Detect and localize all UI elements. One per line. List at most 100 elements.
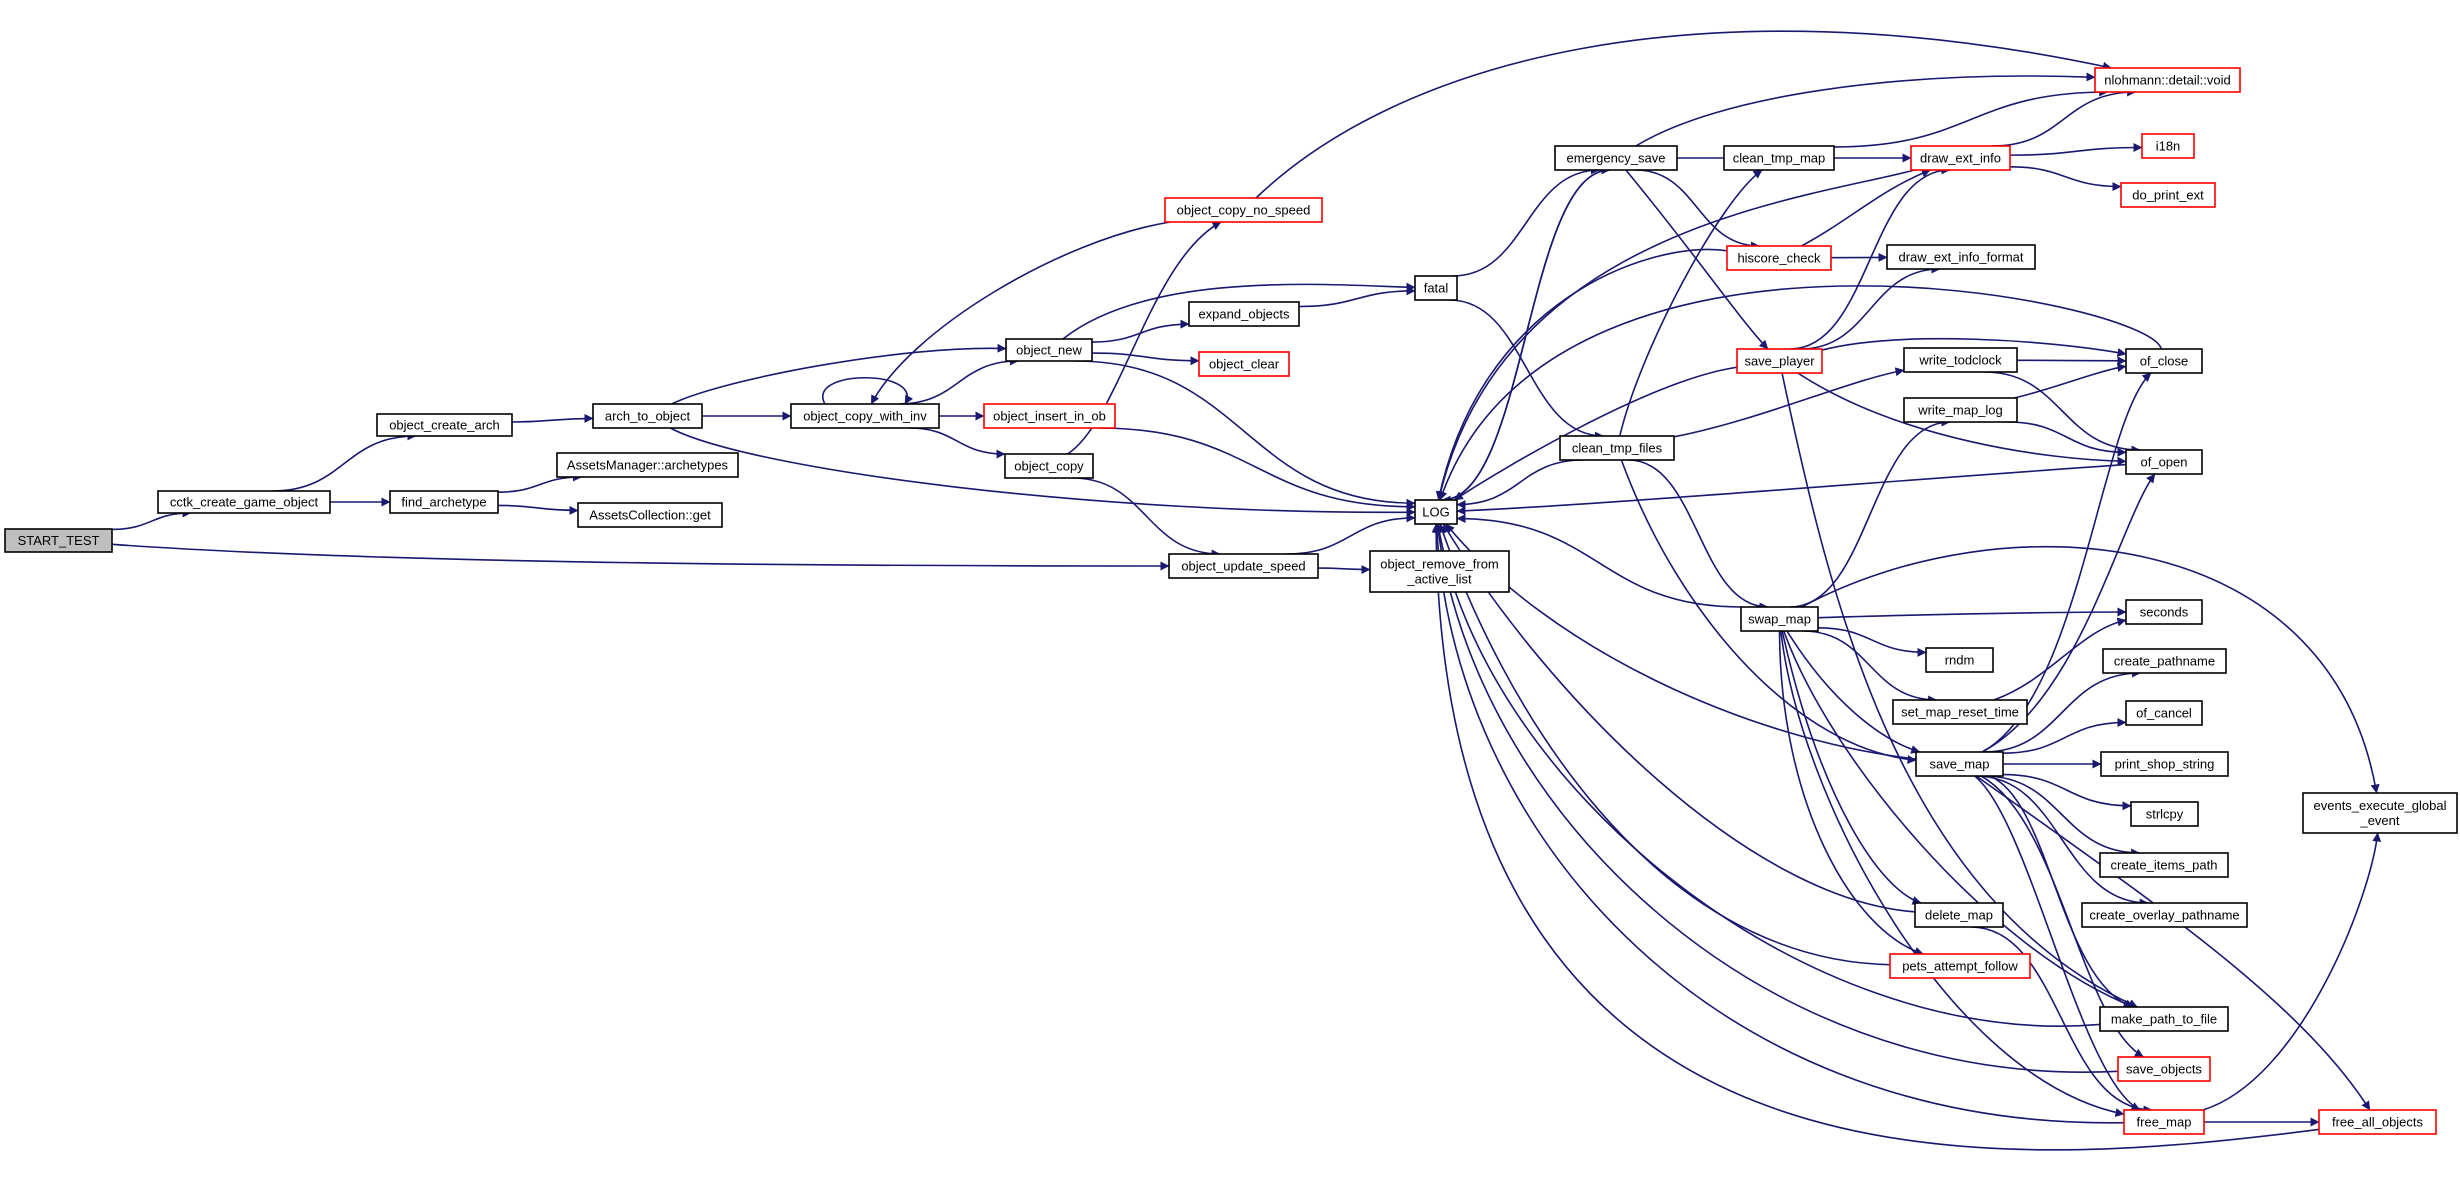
edge-draw-ext-info-to-nlohmann-detail-void (1992, 87, 2137, 147)
node-emergency-save[interactable]: emergency_save (1554, 145, 1678, 171)
node-object-copy-no-speed[interactable]: object_copy_no_speed (1164, 197, 1323, 223)
node-events-execute-global-event[interactable]: events_execute_global_event (2302, 792, 2458, 834)
node-assetscollection-get[interactable]: AssetsCollection::get (577, 502, 723, 528)
node-strlcpy[interactable]: strlcpy (2130, 801, 2199, 827)
node-save-player[interactable]: save_player (1736, 348, 1823, 374)
node-clean-tmp-map[interactable]: clean_tmp_map (1723, 145, 1835, 171)
node-pets-attempt-follow[interactable]: pets_attempt_follow (1889, 953, 2031, 979)
node-label: START_TEST (18, 533, 100, 548)
node-save-objects[interactable]: save_objects (2117, 1056, 2211, 1082)
node-assetsmanager-archetypes[interactable]: AssetsManager::archetypes (556, 452, 739, 478)
node-free-all-objects[interactable]: free_all_objects (2318, 1109, 2437, 1135)
node-label: object_clear (1209, 357, 1280, 372)
node-box (2099, 852, 2229, 878)
edge-emergency-save-to-hiscore-check (1635, 169, 1760, 251)
node-draw-ext-info-format[interactable]: draw_ext_info_format (1886, 244, 2036, 270)
node-object-copy-with-inv[interactable]: object_copy_with_inv (790, 403, 940, 429)
node-box (1723, 145, 1835, 171)
node-start-test[interactable]: START_TEST (4, 528, 113, 553)
node-seconds[interactable]: seconds (2125, 599, 2203, 625)
edge-expand-objects-to-fatal (1298, 286, 1416, 308)
node-object-new[interactable]: object_new (1005, 338, 1093, 362)
node-label: of_open (2141, 455, 2188, 470)
node-of-open[interactable]: of_open (2125, 449, 2203, 475)
node-box (2141, 133, 2195, 159)
edge-save-map-to-create-pathname (1983, 668, 2142, 753)
node-label: pets_attempt_follow (1902, 959, 2018, 974)
node-make-path-to-file[interactable]: make_path_to_file (2099, 1006, 2229, 1032)
node-label: swap_map (1748, 612, 1811, 627)
edge-emergency-save-to-save-player (1625, 169, 1769, 350)
node-box (2125, 348, 2203, 374)
edge-clean-tmp-map-to-nlohmann-detail-void (1833, 87, 2109, 148)
node-set-map-reset-time[interactable]: set_map_reset_time (1892, 699, 2028, 725)
node-log[interactable]: LOG (1414, 499, 1458, 525)
node-label: object_remove_from (1380, 557, 1499, 572)
node-label: hiscore_check (1737, 251, 1821, 266)
node-free-map[interactable]: free_map (2123, 1109, 2205, 1135)
edge-save-player-to-of-open (1797, 372, 2127, 466)
node-i18n[interactable]: i18n (2141, 133, 2195, 159)
node-swap-map[interactable]: swap_map (1740, 606, 1819, 632)
node-fatal[interactable]: fatal (1414, 275, 1458, 301)
node-label: make_path_to_file (2111, 1012, 2217, 1027)
node-object-remove-from-active-list[interactable]: object_remove_from_active_list (1369, 550, 1510, 593)
node-object-clear[interactable]: object_clear (1198, 351, 1290, 377)
node-create-items-path[interactable]: create_items_path (2099, 852, 2229, 878)
edge-object-copy-with-inv-to-object-copy (909, 427, 1006, 459)
node-find-archetype[interactable]: find_archetype (389, 490, 499, 514)
node-draw-ext-info[interactable]: draw_ext_info (1910, 145, 2011, 171)
node-delete-map[interactable]: delete_map (1914, 902, 2004, 928)
edge-object-new-to-log (1075, 360, 1416, 508)
node-label: object_insert_in_ob (993, 409, 1106, 424)
node-arch-to-object[interactable]: arch_to_object (592, 403, 703, 429)
node-object-copy[interactable]: object_copy (1004, 453, 1094, 479)
node-write-todclock[interactable]: write_todclock (1903, 347, 2018, 373)
node-label: i18n (2156, 139, 2181, 154)
edge-write-todclock-to-of-close (2016, 356, 2127, 366)
node-box (2102, 648, 2227, 674)
edge-object-copy-no-speed-to-object-copy-with-inv (870, 221, 1171, 405)
node-nlohmann-detail-void[interactable]: nlohmann::detail::void (2094, 67, 2241, 93)
edge-object-copy-with-inv-to-object-copy-with-inv (821, 377, 914, 405)
node-of-close[interactable]: of_close (2125, 348, 2203, 374)
node-print-shop-string[interactable]: print_shop_string (2100, 751, 2229, 777)
node-object-update-speed[interactable]: object_update_speed (1168, 553, 1319, 579)
edge-swap-map-to-pets-attempt-follow (1778, 630, 1924, 956)
node-cctk-create-game-object[interactable]: cctk_create_game_object (157, 490, 331, 514)
edge-clean-tmp-files-to-save-map (1620, 459, 1917, 764)
edge-delete-map-to-log (1442, 523, 1916, 913)
edge-emergency-save-to-nlohmann-detail-void (1635, 72, 2096, 147)
edge-hiscore-check-to-draw-ext-info (1801, 168, 1931, 247)
edge-swap-map-to-delete-map (1781, 630, 1922, 905)
node-object-create-arch[interactable]: object_create_arch (376, 413, 513, 437)
node-label: _event (2359, 813, 2399, 828)
node-write-map-log[interactable]: write_map_log (1903, 397, 2018, 423)
node-box (2099, 1006, 2229, 1032)
edge-make-path-to-file-to-log (1434, 523, 2101, 1027)
node-label: expand_objects (1198, 307, 1290, 322)
node-do-print-ext[interactable]: do_print_ext (2120, 182, 2216, 208)
node-label: do_print_ext (2132, 188, 2204, 203)
edge-save-map-to-free-all-objects (1975, 775, 2371, 1111)
edge-swap-map-to-free-map (1780, 630, 2125, 1117)
edge-clean-tmp-files-to-write-todclock (1673, 367, 1905, 438)
node-mdm[interactable]: rndm (1925, 647, 1994, 673)
node-of-cancel[interactable]: of_cancel (2125, 700, 2203, 726)
node-label: create_pathname (2114, 654, 2215, 669)
node-box (1889, 953, 2031, 979)
edge-swap-map-to-mdm (1817, 626, 1927, 657)
edge-save-map-to-of-open (1981, 473, 2156, 753)
node-create-overlay-pathname[interactable]: create_overlay_pathname (2081, 902, 2248, 928)
node-hiscore-check[interactable]: hiscore_check (1726, 245, 1832, 271)
node-expand-objects[interactable]: expand_objects (1188, 301, 1300, 327)
edge-object-new-to-fatal (1062, 282, 1416, 340)
node-save-map[interactable]: save_map (1915, 751, 2004, 777)
node-clean-tmp-files[interactable]: clean_tmp_files (1559, 435, 1675, 461)
node-object-insert-in-ob[interactable]: object_insert_in_ob (983, 403, 1116, 429)
node-box (983, 403, 1116, 429)
node-create-pathname[interactable]: create_pathname (2102, 648, 2227, 674)
node-label: save_objects (2126, 1062, 2202, 1077)
node-box (1005, 338, 1093, 362)
